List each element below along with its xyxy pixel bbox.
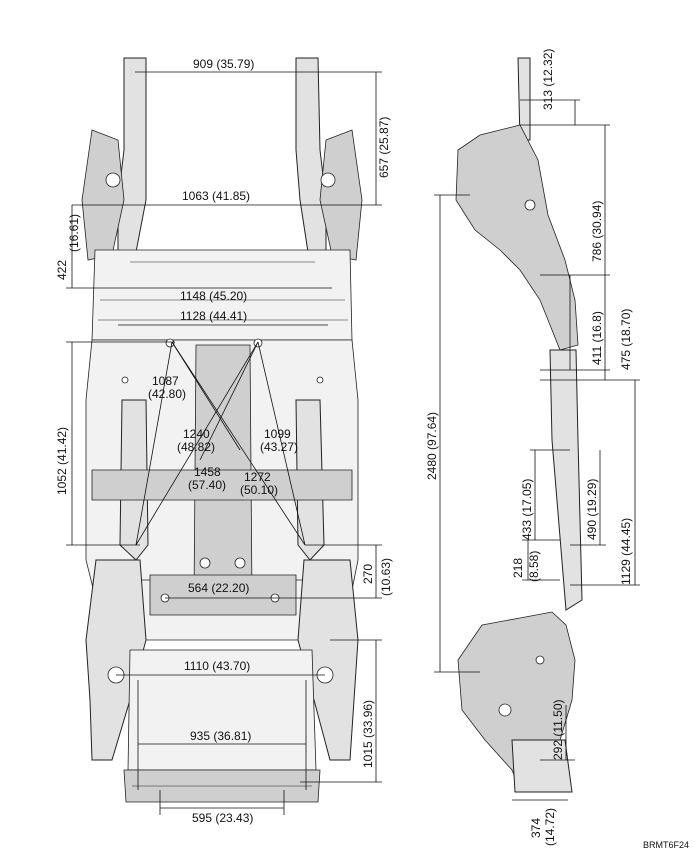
dimension-labels: 909 (35.79) 657 (25.87) 1063 (41.85) 422… xyxy=(55,49,689,850)
figure-code: BRMT6F24 xyxy=(643,840,689,850)
dim-433: 433 (17.05) xyxy=(520,479,534,540)
dim-1015: 1015 (33.96) xyxy=(361,700,375,768)
dim-1099-b: (43.27) xyxy=(260,440,298,454)
dim-1087-b: (42.80) xyxy=(148,387,186,401)
dim-1099-a: 1099 xyxy=(264,427,291,441)
dim-1087-a: 1087 xyxy=(152,374,179,388)
dimension-lines xyxy=(66,71,640,815)
side-view xyxy=(455,57,583,793)
dim-595: 595 (23.43) xyxy=(192,811,253,825)
dim-1148: 1148 (45.20) xyxy=(180,289,247,303)
dim-422-b: (16.61) xyxy=(67,214,81,252)
dim-1128: 1128 (44.41) xyxy=(180,309,247,323)
dim-292: 292 (11.50) xyxy=(551,700,565,761)
dim-490: 490 (19.29) xyxy=(585,479,599,540)
dim-2480: 2480 (97.64) xyxy=(425,412,439,480)
dim-1052: 1052 (41.42) xyxy=(55,427,69,495)
dim-786: 786 (30.94) xyxy=(590,201,604,262)
dim-374-a: 374 xyxy=(529,818,543,838)
dim-374-b: (14.72) xyxy=(543,808,557,846)
dim-1240-b: (48.82) xyxy=(177,440,215,454)
dim-935: 935 (36.81) xyxy=(190,729,251,743)
dim-422-a: 422 xyxy=(55,260,69,280)
dim-1110: 1110 (43.70) xyxy=(184,659,250,673)
dim-411: 411 (16.8) xyxy=(590,311,604,365)
dim-657: 657 (25.87) xyxy=(377,117,391,178)
dim-1240-a: 1240 xyxy=(183,427,210,441)
dim-909: 909 (35.79) xyxy=(193,57,254,71)
dim-1063: 1063 (41.85) xyxy=(182,189,250,203)
dim-1272-a: 1272 xyxy=(244,470,271,484)
dim-218-b: (8.58) xyxy=(527,551,541,582)
dim-1272-b: (50.10) xyxy=(240,483,278,497)
dim-1129: 1129 (44.45) xyxy=(619,518,633,585)
dim-270-a: 270 xyxy=(361,564,375,584)
dim-564: 564 (22.20) xyxy=(188,581,249,595)
dim-313: 313 (12.32) xyxy=(541,49,555,110)
dim-218-a: 218 xyxy=(511,558,525,578)
dim-475: 475 (18.70) xyxy=(619,309,633,370)
plan-view xyxy=(81,57,363,803)
dim-270-b: (10.63) xyxy=(379,558,393,596)
dim-1458-b: (57.40) xyxy=(188,478,226,492)
dim-1458-a: 1458 xyxy=(194,465,221,479)
